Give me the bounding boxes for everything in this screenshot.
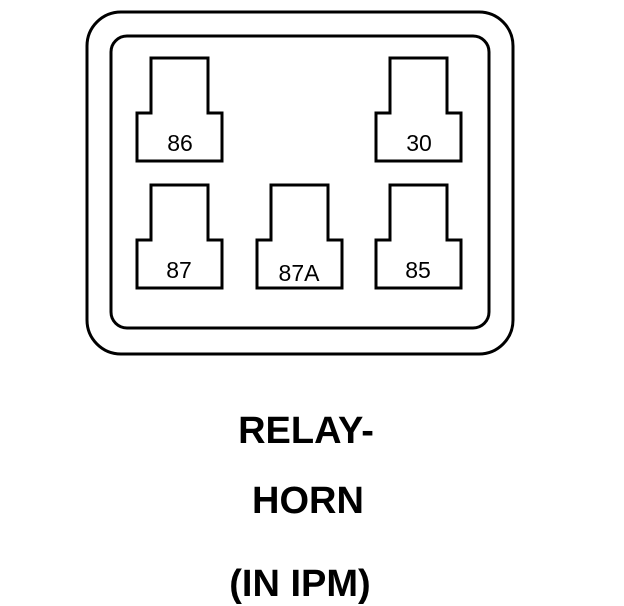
terminal-30-label: 30 bbox=[406, 130, 432, 156]
terminal-86: 86 bbox=[135, 56, 224, 163]
connector-outer-housing bbox=[85, 10, 515, 356]
terminal-85-outline bbox=[374, 183, 463, 290]
connector-inner-housing bbox=[109, 34, 491, 330]
caption-location: (IN IPM) bbox=[229, 563, 371, 605]
terminal-87a: 87A bbox=[255, 183, 344, 290]
terminal-30-outline bbox=[374, 56, 463, 163]
terminal-87-outline bbox=[135, 183, 224, 290]
caption-horn: HORN bbox=[252, 480, 364, 522]
terminal-85-label: 85 bbox=[405, 257, 431, 283]
terminal-87a-label: 87A bbox=[279, 260, 321, 286]
terminal-85: 85 bbox=[374, 183, 463, 290]
terminal-86-label: 86 bbox=[167, 130, 193, 156]
caption-relay: RELAY- bbox=[238, 410, 374, 452]
terminal-30: 30 bbox=[374, 56, 463, 163]
terminal-87: 87 bbox=[135, 183, 224, 290]
terminal-87-label: 87 bbox=[166, 257, 192, 283]
terminal-86-outline bbox=[135, 56, 224, 163]
terminal-87a-outline bbox=[255, 183, 344, 290]
